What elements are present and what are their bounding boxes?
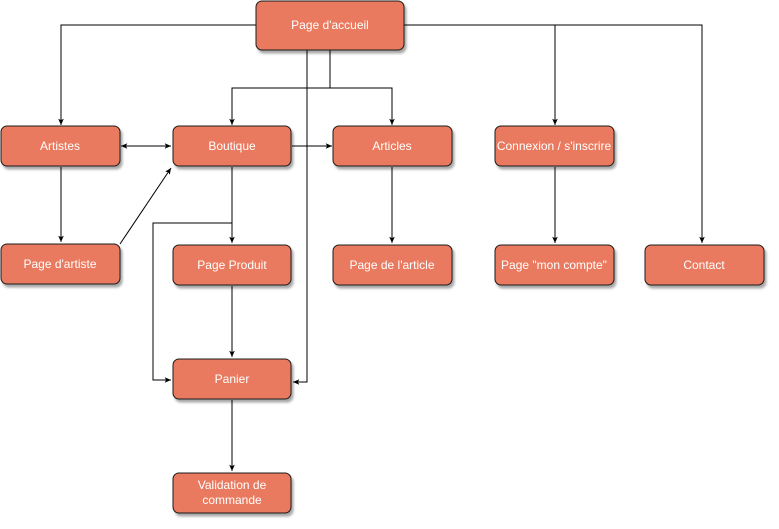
node-page-artiste: Page d'artiste [0,243,121,285]
edge-home-to-connexion [404,24,558,125]
node-page-produit: Page Produit [172,244,292,286]
node-validation: Validation de commande [172,472,292,514]
node-contact: Contact [644,244,765,286]
node-connexion: Connexion / s'inscrire [494,125,615,167]
node-home-label: Page d'accueil [291,18,369,32]
node-boutique: Boutique [172,125,292,167]
node-panier: Panier [172,358,292,400]
node-artistes-label: Artistes [40,139,80,153]
node-contact-label: Contact [683,258,725,272]
edge-page-artiste-to-boutique [119,167,172,245]
node-mon-compte: Page "mon compte" [494,244,615,286]
node-validation-label-line-1: Validation de [198,478,267,492]
edge-home-to-articles [330,87,395,125]
node-articles: Articles [332,125,453,167]
node-panier-label: Panier [215,372,250,386]
edge-boutique-to-panier [152,222,232,383]
node-validation-label-line-2: commande [202,493,262,507]
node-articles-label: Articles [372,139,411,153]
node-artistes: Artistes [0,125,121,167]
node-page-article: Page de l'article [332,244,453,286]
edges [58,24,705,471]
node-mon-compte-label: Page "mon compte" [501,258,607,272]
edge-home-to-artistes [58,24,256,125]
node-page-produit-label: Page Produit [197,258,267,272]
edge-home-to-contact [555,24,705,243]
node-page-artiste-label: Page d'artiste [23,257,96,271]
edge-home-to-boutique [229,50,331,125]
node-page-article-label: Page de l'article [349,258,434,272]
node-home: Page d'accueil [255,0,405,51]
node-connexion-label: Connexion / s'inscrire [497,139,612,153]
edge-home-to-panier [293,50,308,385]
node-boutique-label: Boutique [208,139,256,153]
